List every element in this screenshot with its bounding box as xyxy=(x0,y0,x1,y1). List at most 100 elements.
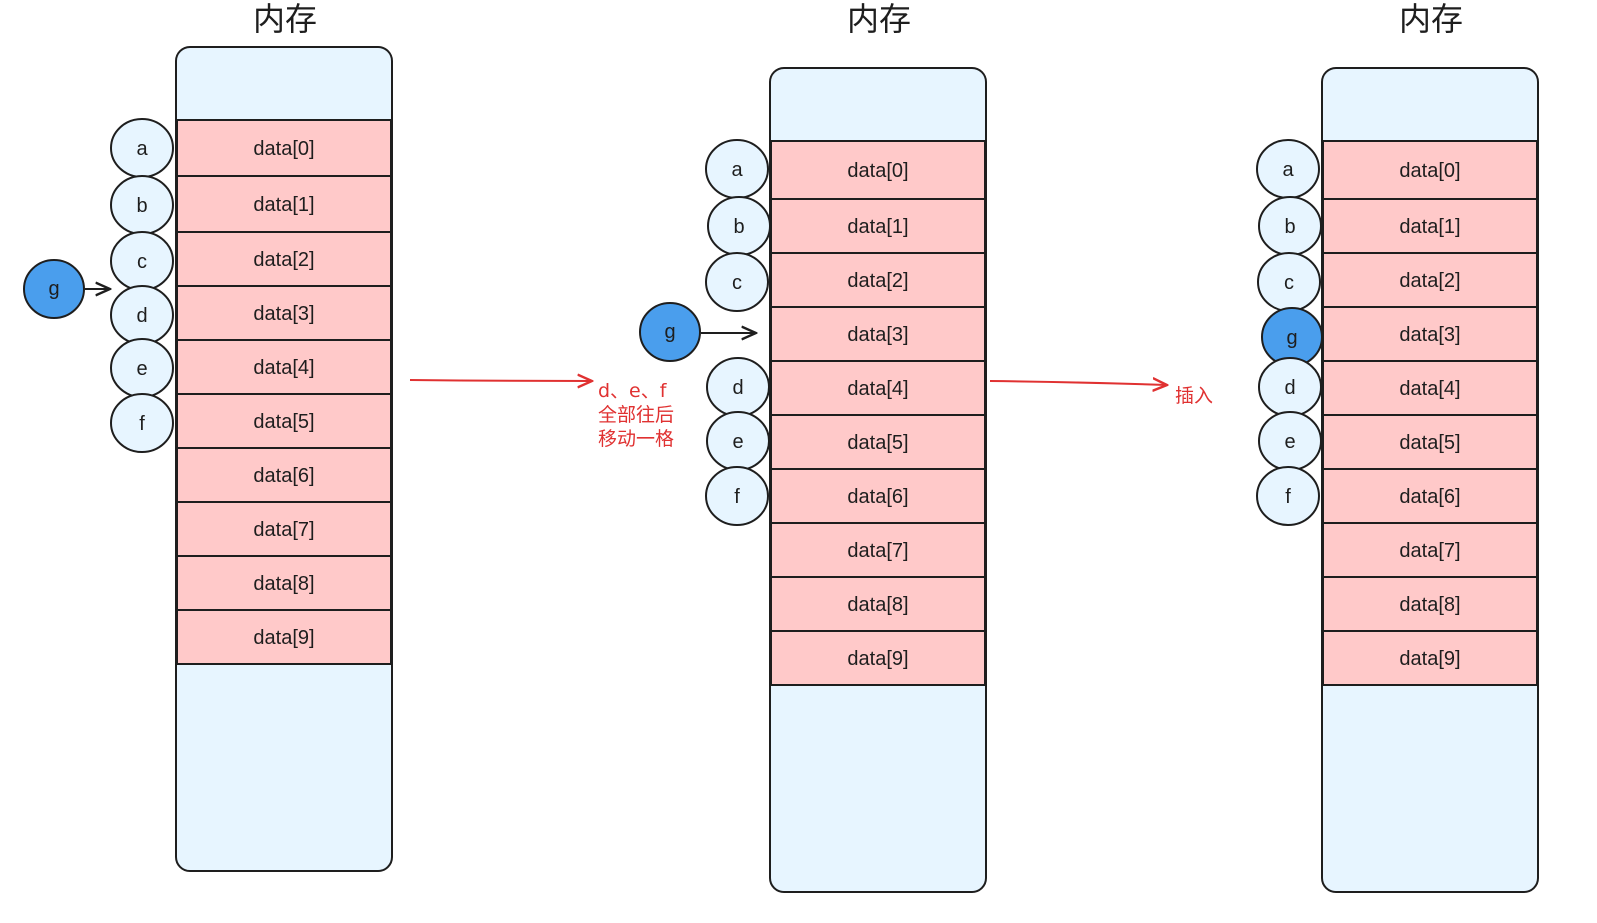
array-cell-label: data[7] xyxy=(847,540,908,562)
array-cell: data[4] xyxy=(176,339,392,395)
node-circle: d xyxy=(110,285,174,345)
node-label: b xyxy=(136,195,147,217)
memory-panel-1: 内存 data[0] data[1] data[2] data[3] data[… xyxy=(23,0,393,872)
node-circle: f xyxy=(1256,466,1320,526)
array-cell-label: data[7] xyxy=(1399,540,1460,562)
array-cell-label: data[4] xyxy=(253,357,314,379)
array-cell-label: data[0] xyxy=(1399,160,1460,182)
node-label: a xyxy=(1282,159,1294,181)
array-cell-label: data[9] xyxy=(847,648,908,670)
array-cell-label: data[8] xyxy=(847,594,908,616)
transition-note-line: 插入 xyxy=(1175,385,1213,407)
node-circle: c xyxy=(110,231,174,291)
new-node-circle: g xyxy=(639,302,701,362)
node-circle: a xyxy=(1256,139,1320,199)
array-cell: data[2] xyxy=(176,231,392,287)
array-cell-label: data[6] xyxy=(253,465,314,487)
node-label: g xyxy=(1286,327,1297,349)
node-circle: b xyxy=(110,175,174,235)
array-cell: data[7] xyxy=(1322,522,1538,578)
node-circle: b xyxy=(707,196,771,256)
transition-shift: d、e、f 全部往后 移动一格 xyxy=(409,380,674,450)
red-arrow xyxy=(409,380,592,381)
array-cell-label: data[3] xyxy=(1399,324,1460,346)
memory-panel-3: 内存 data[0] data[1] data[2] data[3] data[… xyxy=(1256,0,1539,893)
array-cell: data[7] xyxy=(770,522,986,578)
node-label: d xyxy=(136,305,147,327)
transition-insert: 插入 xyxy=(989,381,1213,407)
array-cell: data[1] xyxy=(176,175,392,233)
array-cell-label: data[2] xyxy=(253,249,314,271)
new-node-circle: g xyxy=(23,259,85,319)
array-cell: data[7] xyxy=(176,501,392,557)
array-cell: data[9] xyxy=(770,630,986,686)
node-label: f xyxy=(1285,486,1291,508)
panel-title: 内存 xyxy=(253,0,317,38)
node-circle: c xyxy=(1257,252,1321,312)
node-label: b xyxy=(1284,216,1295,238)
array-cell-label: data[2] xyxy=(847,270,908,292)
array-cell: data[8] xyxy=(176,555,392,611)
node-label: a xyxy=(731,159,743,181)
new-node-label: g xyxy=(48,278,59,300)
array-cell: data[3] xyxy=(770,306,986,362)
array-cell-label: data[6] xyxy=(1399,486,1460,508)
node-circle: e xyxy=(110,338,174,398)
node-circle: f xyxy=(110,393,174,453)
array-cell: data[9] xyxy=(176,609,392,665)
red-arrow xyxy=(989,381,1167,385)
array-cell: data[5] xyxy=(770,414,986,470)
array-cell-label: data[0] xyxy=(847,160,908,182)
array-cell: data[8] xyxy=(1322,576,1538,632)
array-cell-label: data[3] xyxy=(847,324,908,346)
array-cell-label: data[6] xyxy=(847,486,908,508)
node-circle: e xyxy=(1258,411,1322,471)
node-label: c xyxy=(732,272,742,294)
node-label: a xyxy=(136,138,148,160)
node-label: e xyxy=(1284,431,1295,453)
node-circle: c xyxy=(705,252,769,312)
node-label: b xyxy=(733,216,744,238)
node-circle: e xyxy=(706,411,770,471)
transition-note-line: 移动一格 xyxy=(598,428,674,450)
array-cell: data[2] xyxy=(1322,252,1538,308)
array-cell-label: data[1] xyxy=(1399,216,1460,238)
array-cell: data[0] xyxy=(770,140,986,200)
array-cell: data[4] xyxy=(1322,360,1538,416)
array-cell-label: data[3] xyxy=(253,303,314,325)
array-cell: data[9] xyxy=(1322,630,1538,686)
memory-panel-2: 内存 data[0] data[1] data[2] data[3] data[… xyxy=(639,0,987,893)
array-cell: data[6] xyxy=(1322,468,1538,524)
new-node-label: g xyxy=(664,321,675,343)
array-cell-label: data[9] xyxy=(253,627,314,649)
array-cell-label: data[9] xyxy=(1399,648,1460,670)
node-label: d xyxy=(732,377,743,399)
array-cell-label: data[1] xyxy=(847,216,908,238)
array-cell: data[1] xyxy=(1322,198,1538,254)
array-cell: data[5] xyxy=(1322,414,1538,470)
node-label: e xyxy=(136,358,147,380)
node-label: e xyxy=(732,431,743,453)
array-cell-label: data[2] xyxy=(1399,270,1460,292)
array-cell: data[3] xyxy=(176,285,392,341)
array-cell-label: data[7] xyxy=(253,519,314,541)
array-cell: data[1] xyxy=(770,198,986,254)
array-cell-label: data[0] xyxy=(253,138,314,160)
node-circle: d xyxy=(1258,357,1322,417)
array-cell-label: data[5] xyxy=(253,411,314,433)
transition-note-line: 全部往后 xyxy=(598,404,674,426)
panel-title: 内存 xyxy=(1399,0,1463,38)
node-label: d xyxy=(1284,377,1295,399)
node-circle: a xyxy=(705,139,769,199)
array-cell: data[6] xyxy=(176,447,392,503)
node-label: c xyxy=(137,251,147,273)
array-cell: data[3] xyxy=(1322,306,1538,362)
node-circle: d xyxy=(706,357,770,417)
array-cell-label: data[4] xyxy=(1399,378,1460,400)
array-cell: data[5] xyxy=(176,393,392,449)
array-cell-label: data[5] xyxy=(847,432,908,454)
array-cell: data[2] xyxy=(770,252,986,308)
array-cell-label: data[8] xyxy=(1399,594,1460,616)
array-cell-label: data[1] xyxy=(253,194,314,216)
